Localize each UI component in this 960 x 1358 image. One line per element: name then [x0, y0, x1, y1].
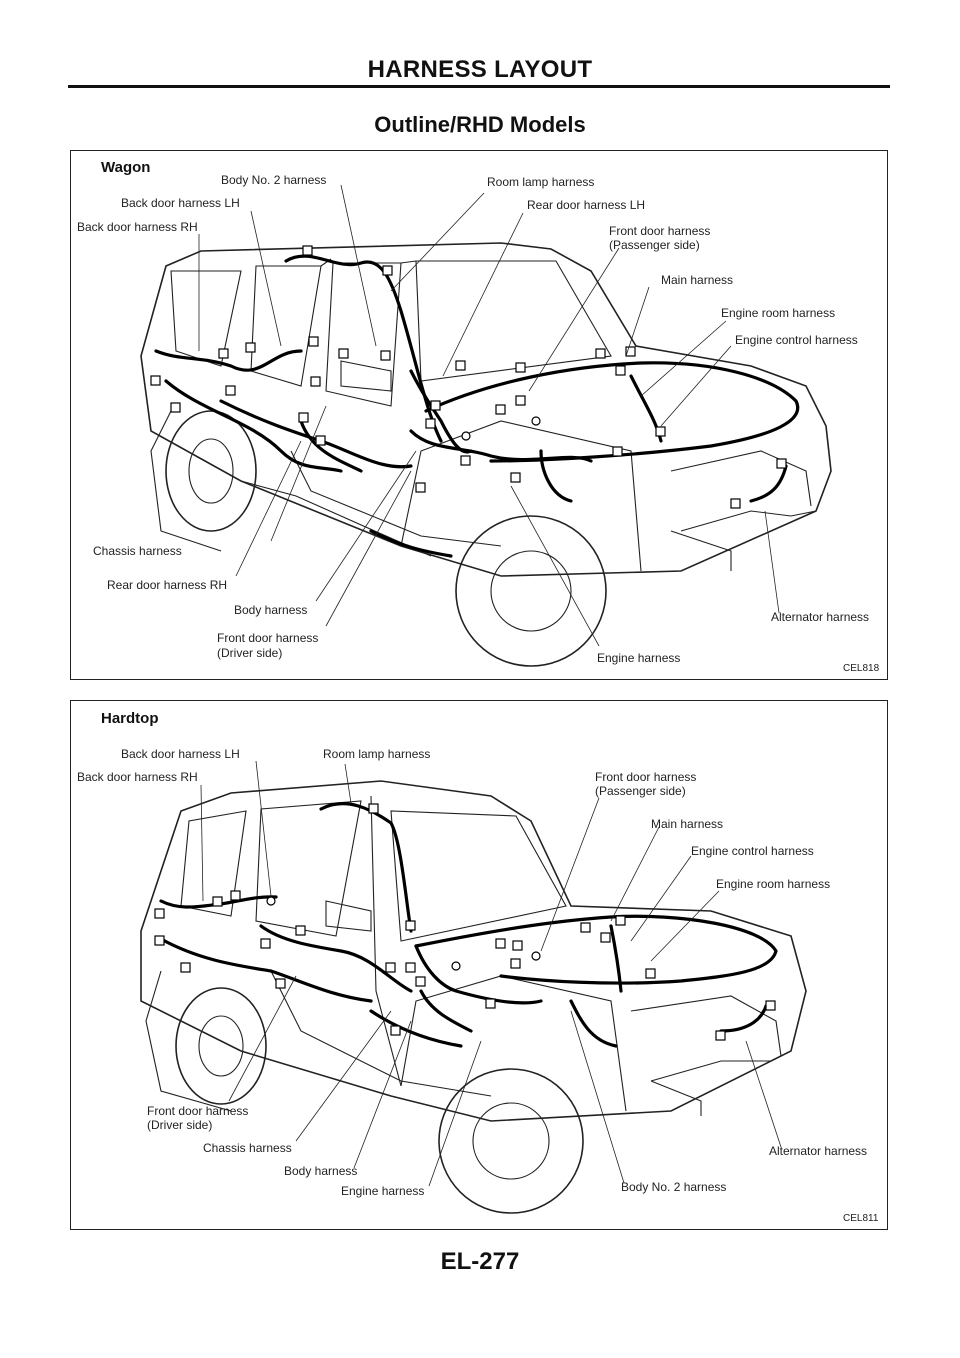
hardtop-label-alternator: Alternator harness — [769, 1144, 867, 1158]
wagon-label-back-door-rh: Back door harness RH — [77, 220, 198, 234]
hardtop-title: Hardtop — [101, 710, 159, 727]
page-header-title: HARNESS LAYOUT — [367, 56, 593, 83]
wagon-connectors — [150, 245, 787, 509]
wagon-harness-wires — [154, 254, 800, 558]
wagon-label-engine-control: Engine control harness — [735, 333, 858, 347]
hardtop-label-engine-harness: Engine harness — [341, 1184, 424, 1198]
hardtop-label-front-door-passenger: Front door harness — [595, 770, 696, 784]
wagon-label-chassis: Chassis harness — [93, 544, 182, 558]
hardtop-harness-wires — [159, 802, 778, 1048]
hardtop-label-engine-room: Engine room harness — [716, 877, 830, 891]
wagon-figure-code: CEL818 — [843, 663, 880, 674]
hardtop-label-passenger-side: (Passenger side) — [595, 784, 686, 798]
wagon-labels: Body No. 2 harness Back door harness LH … — [77, 173, 880, 674]
hardtop-label-body-harness: Body harness — [284, 1164, 357, 1178]
wagon-label-rear-door-rh: Rear door harness RH — [107, 578, 227, 592]
hardtop-label-engine-control: Engine control harness — [691, 844, 814, 858]
wagon-label-driver-side: (Driver side) — [217, 646, 282, 660]
wagon-vehicle-outline — [140, 242, 832, 667]
page-number: EL-277 — [440, 1248, 520, 1275]
wagon-label-body-harness: Body harness — [234, 603, 307, 617]
wagon-diagram-panel: Wagon — [70, 150, 888, 680]
wagon-label-engine-room: Engine room harness — [721, 306, 835, 320]
hardtop-label-front-door-driver: Front door harness — [147, 1104, 248, 1118]
hardtop-label-chassis: Chassis harness — [203, 1141, 292, 1155]
wagon-label-body-no2-harness: Body No. 2 harness — [221, 173, 326, 187]
hardtop-leader-lines — [200, 760, 782, 1187]
header-rule — [68, 85, 890, 88]
wagon-label-alternator: Alternator harness — [771, 610, 869, 624]
hardtop-diagram: Hardtop — [77, 710, 879, 1224]
hardtop-labels: Back door harness LH Back door harness R… — [77, 747, 879, 1224]
hardtop-label-back-door-rh: Back door harness RH — [77, 770, 198, 784]
wagon-label-engine-harness: Engine harness — [597, 651, 680, 665]
hardtop-label-room-lamp: Room lamp harness — [323, 747, 430, 761]
hardtop-label-body-no2-harness: Body No. 2 harness — [621, 1180, 726, 1194]
hardtop-label-main-harness: Main harness — [651, 817, 723, 831]
wagon-label-main-harness: Main harness — [661, 273, 733, 287]
wagon-diagram: Wagon — [77, 159, 880, 674]
wagon-label-front-door-driver: Front door harness — [217, 631, 318, 645]
wagon-leader-lines — [198, 184, 780, 647]
wagon-label-room-lamp: Room lamp harness — [487, 175, 594, 189]
hardtop-figure-code: CEL811 — [843, 1213, 879, 1224]
wagon-label-rear-door-lh: Rear door harness LH — [527, 198, 645, 212]
hardtop-diagram-panel: Hardtop — [70, 700, 888, 1230]
hardtop-label-back-door-lh: Back door harness LH — [121, 747, 240, 761]
section-title: Outline/RHD Models — [374, 112, 586, 137]
wagon-title: Wagon — [101, 159, 150, 176]
wagon-label-passenger-side: (Passenger side) — [609, 238, 700, 252]
wagon-label-front-door-passenger: Front door harness — [609, 224, 710, 238]
hardtop-connectors — [154, 803, 776, 1041]
hardtop-vehicle-outline — [140, 780, 807, 1214]
hardtop-label-driver-side: (Driver side) — [147, 1118, 212, 1132]
wagon-label-back-door-lh: Back door harness LH — [121, 196, 240, 210]
